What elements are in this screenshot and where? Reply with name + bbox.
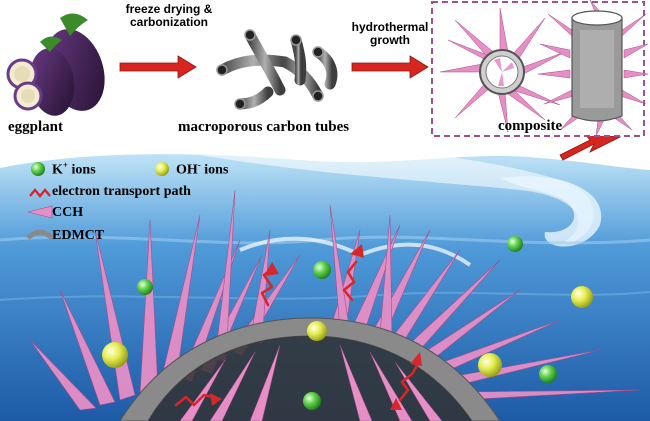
legend-oh-text: OH <box>176 162 198 178</box>
electron-arrows <box>174 260 420 407</box>
step-hydrothermal-line2: growth <box>370 33 410 47</box>
legend-oh-sup: - <box>197 160 201 170</box>
cch-needles-scene <box>29 189 641 411</box>
composite-label: composite <box>498 118 563 134</box>
legend-k-text: K <box>52 162 63 178</box>
eggplant-illustration <box>6 13 105 116</box>
k-ion-legend-icon <box>31 162 45 176</box>
electron-arrowheads <box>210 244 422 410</box>
oh-ion-legend-icon <box>155 162 169 176</box>
composite-cross-section <box>439 7 566 133</box>
legend-oh-suffix: ions <box>200 162 229 178</box>
eggplant-label: eggplant <box>8 119 64 135</box>
legend-icons <box>26 162 169 240</box>
cch-legend-icon <box>27 205 53 219</box>
process-arrows <box>119 55 622 161</box>
legend-electron-path: electron transport path <box>52 184 191 199</box>
step-freeze-drying-line2: carbonization <box>129 15 208 29</box>
legend-oh-ions: OH- ions <box>176 160 228 179</box>
composite-tube <box>537 0 649 137</box>
tubes-label: macroporous carbon tubes <box>178 119 350 135</box>
legend-k-suffix: ions <box>68 162 96 178</box>
legend-k-ions: K+ ions <box>52 160 96 179</box>
electron-path-legend-icon <box>29 188 51 198</box>
step-freeze-drying-line1: freeze drying & <box>125 2 213 16</box>
step-hydrothermal: hydrothermal growth <box>340 21 440 47</box>
step-hydrothermal-line1: hydrothermal <box>351 20 429 34</box>
legend-k-sup: + <box>62 160 69 170</box>
ions-scene <box>102 236 593 410</box>
legend-edmct: EDMCT <box>52 228 105 243</box>
carbon-tube-openings <box>216 29 324 110</box>
step-freeze-drying: freeze drying & carbonization <box>110 3 228 29</box>
legend-cch: CCH <box>52 205 84 220</box>
edmct-legend-icon <box>26 229 54 240</box>
